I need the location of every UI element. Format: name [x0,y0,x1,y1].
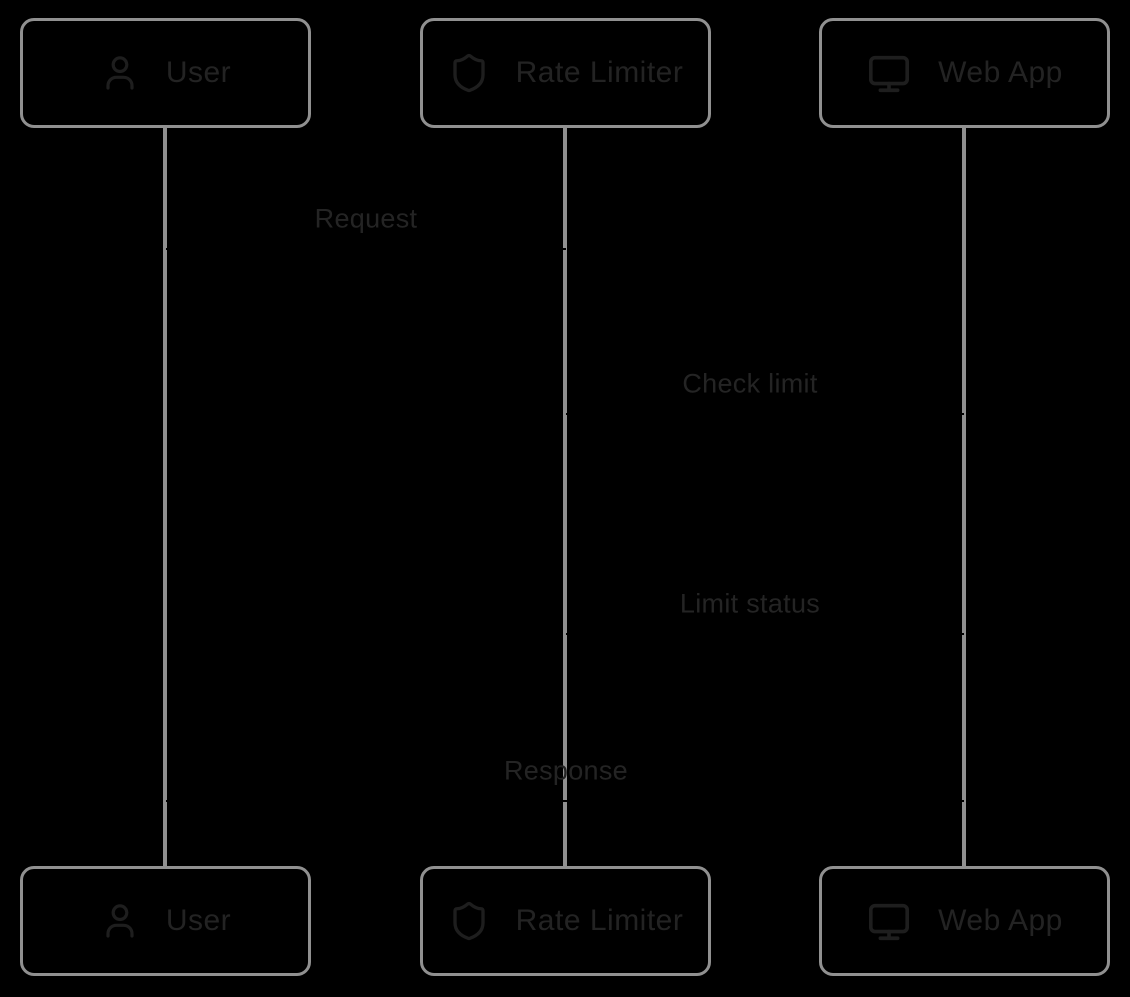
actor-box-rate-limiter-top: Rate Limiter [420,18,711,128]
shield-icon [448,49,490,97]
message-label-request: Request [314,203,418,234]
message-label-check-limit: Check limit [682,368,818,399]
lifeline-rate-limiter [563,127,567,867]
shield-icon [448,897,490,945]
message-label-response: Response [504,755,628,786]
actor-label: User [165,56,232,89]
arrow-response [166,800,964,802]
actor-label: User [165,904,232,937]
arrow-request [166,248,566,250]
person-icon [100,899,140,943]
monitor-icon [866,898,912,944]
message-label-limit-status: Limit status [679,588,821,619]
person-icon [100,51,140,95]
actor-box-web-app-bottom: Web App [819,866,1110,976]
actor-box-rate-limiter-bottom: Rate Limiter [420,866,711,976]
actor-box-user-top: User [20,18,311,128]
actor-box-user-bottom: User [20,866,311,976]
arrow-check-limit [566,413,964,415]
actor-label: Web App [938,904,1063,937]
monitor-icon [866,50,912,96]
arrow-limit-status [566,633,964,635]
actor-label: Rate Limiter [515,904,684,937]
actor-label: Rate Limiter [515,56,684,89]
lifeline-user [163,127,167,867]
actor-label: Web App [938,56,1063,89]
actor-box-web-app-top: Web App [819,18,1110,128]
lifeline-web-app [962,127,966,867]
